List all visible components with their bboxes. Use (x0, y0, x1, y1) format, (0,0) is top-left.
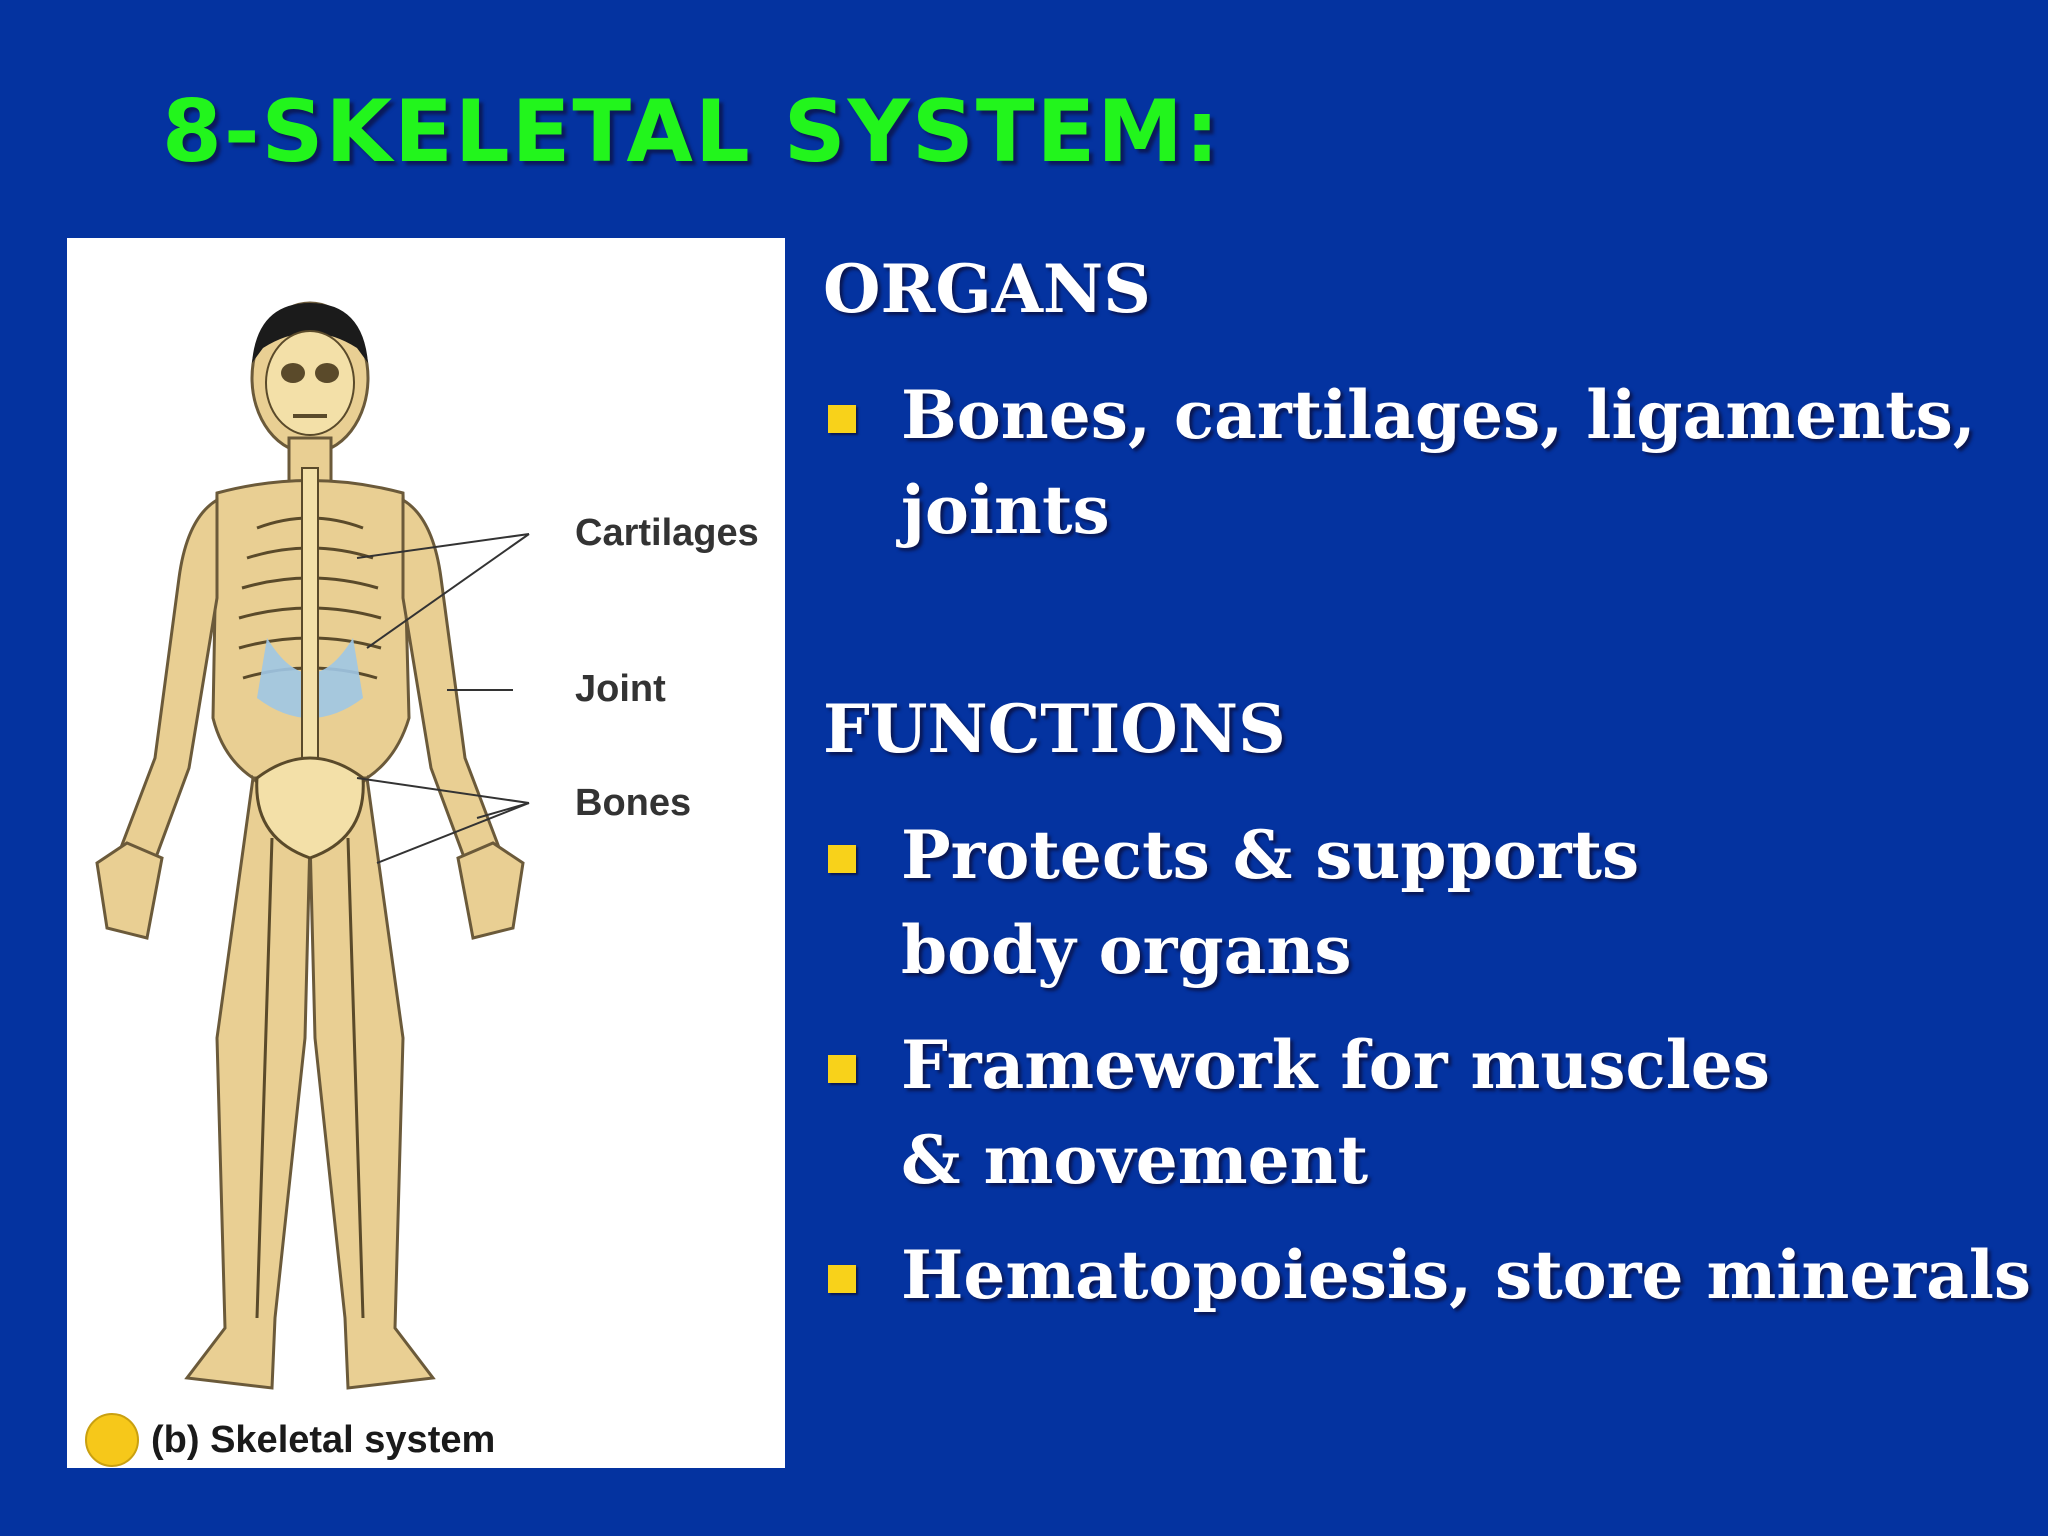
bullet-square-icon (828, 405, 856, 433)
caption-bullet-icon (85, 1413, 139, 1467)
joint-label: Joint (575, 668, 666, 710)
organs-heading: ORGANS (823, 250, 1151, 328)
bullet-square-icon (828, 845, 856, 873)
bullet-square-icon (828, 1055, 856, 1083)
list-item: Framework for muscles & movement (823, 1018, 1801, 1208)
figure-caption: (b) Skeletal system (85, 1413, 495, 1467)
bullet-square-icon (828, 1265, 856, 1293)
list-item: Bones, cartilages, ligaments, joints (823, 368, 1981, 558)
cartilages-label: Cartilages (575, 512, 759, 554)
skeletal-system-figure: Cartilages Joint Bones (b) Skeletal syst… (67, 238, 785, 1468)
functions-heading: FUNCTIONS (823, 690, 1286, 768)
bones-label: Bones (575, 782, 692, 824)
skeleton-illustration (95, 301, 530, 1390)
list-item: Protects & supports body organs (823, 808, 1801, 998)
list-item: Hematopoiesis, store minerals (823, 1228, 2048, 1323)
slide-title: 8-SKELETAL SYSTEM: (162, 82, 1222, 182)
caption-text: (b) Skeletal system (151, 1418, 496, 1461)
